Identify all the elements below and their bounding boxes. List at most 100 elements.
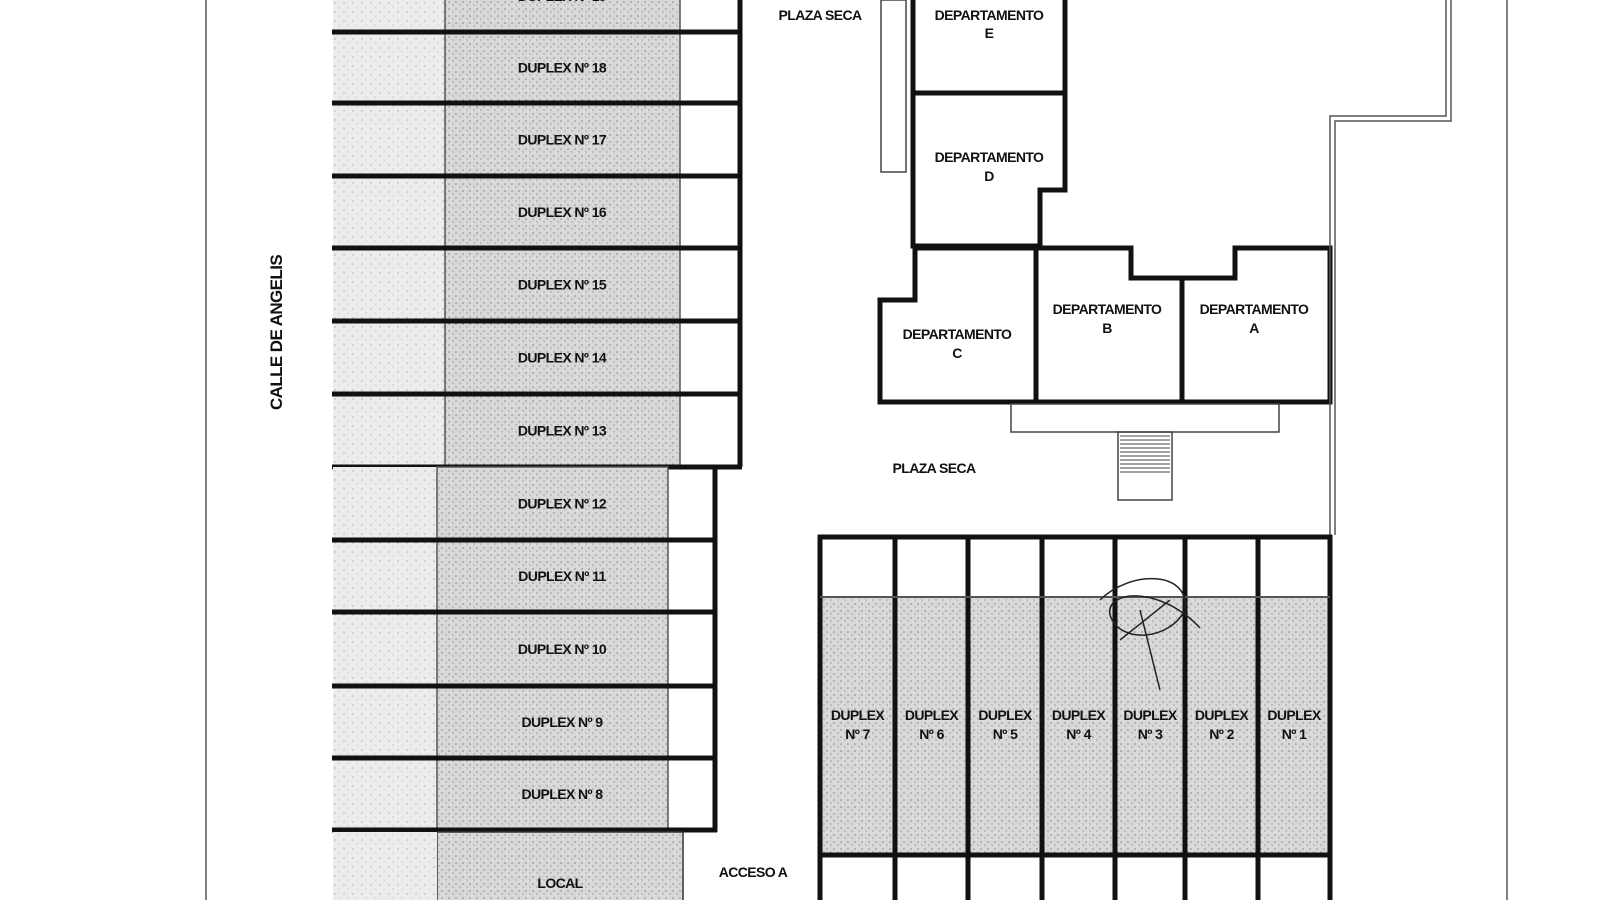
svg-text:DEPARTAMENTO: DEPARTAMENTO: [1053, 301, 1162, 317]
duplex-unit: DUPLEX Nº 13: [333, 393, 681, 468]
duplex-unit: DUPLEX Nº 11: [333, 539, 669, 613]
duplex-unit: DUPLEX Nº 3: [1123, 707, 1178, 742]
duplex-unit: DUPLEX Nº 14: [333, 320, 681, 395]
duplex-body: [444, 0, 681, 33]
signature: [1099, 578, 1201, 691]
duplex-unit: DUPLEX Nº 5: [978, 707, 1033, 742]
local-front: [333, 832, 437, 900]
svg-text:DEPARTAMENTO: DEPARTAMENTO: [903, 326, 1012, 342]
duplex-unit: DUPLEX Nº 2: [1195, 707, 1250, 742]
front-yard: [333, 758, 437, 830]
department-e: DEPARTAMENTO E: [910, 0, 1068, 96]
duplex-unit: DUPLEX Nº 10: [333, 611, 669, 687]
duplex-unit: DUPLEX Nº 9: [333, 685, 669, 759]
svg-text:DEPARTAMENTO: DEPARTAMENTO: [935, 149, 1044, 165]
duplex-label: DUPLEX Nº 18: [518, 60, 607, 76]
duplex-unit: DUPLEX Nº 6: [905, 707, 960, 742]
left-duplex-block: DUPLEX Nº 19 DUPLEX Nº 18 DUPLEX Nº 17 DUPL…: [332, 0, 743, 833]
front-yard: [333, 686, 437, 758]
duplex-unit: DUPLEX Nº 4: [1052, 707, 1107, 742]
duplex-number: Nº 2: [1209, 726, 1234, 742]
narrow-strip: [880, 0, 907, 173]
duplex-label: DUPLEX Nº 13: [518, 423, 607, 439]
svg-text:C: C: [952, 345, 962, 361]
duplex-label: DUPLEX Nº 17: [518, 132, 607, 148]
duplex-number: Nº 4: [1066, 726, 1091, 742]
front-yard: [333, 103, 445, 176]
duplex-label: DUPLEX: [831, 707, 885, 723]
duplex-body: [444, 175, 681, 249]
duplex-body: [436, 611, 669, 687]
duplex-unit: DUPLEX Nº 16: [333, 175, 681, 249]
duplex-body: [444, 31, 681, 104]
svg-text:B: B: [1102, 320, 1112, 336]
duplex-body: [436, 539, 669, 613]
duplex-unit: DUPLEX Nº 1: [1267, 707, 1322, 742]
duplex-label: DUPLEX: [978, 707, 1032, 723]
duplex-label: DUPLEX: [1267, 707, 1321, 723]
shaded-area: [820, 597, 1330, 855]
department-d: DEPARTAMENTO D: [910, 90, 1068, 249]
duplex-body: [444, 247, 681, 322]
bottom-duplex-block: DUPLEX Nº 7 DUPLEX Nº 6 DUPLEX Nº 5 DUPLEX Nº 4…: [817, 534, 1333, 900]
front-yard: [333, 0, 445, 32]
duplex-label: DUPLEX Nº 14: [518, 350, 607, 366]
site-boundary: [1329, 0, 1447, 535]
duplex-body: [436, 685, 669, 759]
department-b: DEPARTAMENTO B: [1033, 245, 1185, 405]
duplex-number: Nº 1: [1282, 726, 1307, 742]
front-yard: [333, 467, 437, 540]
svg-text:DEPARTAMENTO: DEPARTAMENTO: [1200, 301, 1309, 317]
duplex-unit: DUPLEX Nº 7: [831, 707, 886, 742]
duplex-unit: DUPLEX Nº 8: [333, 757, 669, 831]
landing: [1010, 403, 1280, 433]
department-a: DEPARTAMENTO A: [1179, 245, 1333, 405]
duplex-label: DUPLEX Nº 15: [518, 277, 607, 293]
department-c: DEPARTAMENTO C: [877, 245, 1039, 405]
svg-text:E: E: [985, 25, 994, 41]
duplex-label: DUPLEX: [1123, 707, 1177, 723]
duplex-number: Nº 6: [919, 726, 944, 742]
street-label: CALLE DE ANGELIS: [267, 255, 286, 410]
duplex-number: Nº 7: [845, 726, 870, 742]
duplex-label: DUPLEX Nº 9: [522, 714, 604, 730]
plaza-seca-middle-label: PLAZA SECA: [893, 460, 976, 476]
duplex-unit: DUPLEX Nº 15: [333, 247, 681, 322]
plaza-seca-top-label: PLAZA SECA: [779, 7, 862, 23]
access-label: ACCESO A: [719, 864, 788, 880]
duplex-unit: DUPLEX Nº 19: [333, 0, 681, 33]
svg-text:D: D: [984, 168, 994, 184]
duplex-unit: DUPLEX Nº 17: [333, 102, 681, 177]
front-yard: [333, 248, 445, 321]
front-yard: [333, 176, 445, 248]
duplex-body: [436, 757, 669, 831]
duplex-label: DUPLEX Nº 16: [518, 204, 607, 220]
duplex-label: DUPLEX Nº 11: [518, 568, 606, 584]
site-boundary-inner: [1334, 0, 1452, 535]
svg-text:A: A: [1249, 320, 1259, 336]
duplex-label: DUPLEX Nº 19: [518, 0, 607, 4]
front-yard: [333, 321, 445, 394]
duplex-unit: DUPLEX Nº 18: [333, 31, 681, 104]
duplex-unit: DUPLEX Nº 12: [333, 466, 669, 541]
duplex-body: [436, 466, 669, 541]
local-unit: [436, 831, 684, 900]
local-label: LOCAL: [537, 875, 583, 891]
duplex-number: Nº 3: [1138, 726, 1163, 742]
duplex-label: DUPLEX: [1052, 707, 1106, 723]
stair-outline: [1117, 431, 1173, 501]
duplex-label: DUPLEX Nº 8: [522, 786, 604, 802]
duplex-label: DUPLEX Nº 12: [518, 496, 607, 512]
duplex-number: Nº 5: [993, 726, 1018, 742]
duplex-label: DUPLEX Nº 10: [518, 641, 607, 657]
duplex-label: DUPLEX: [1195, 707, 1249, 723]
front-yard: [333, 540, 437, 612]
duplex-body: [444, 320, 681, 395]
stairs: [1117, 431, 1173, 501]
svg-text:DEPARTAMENTO: DEPARTAMENTO: [935, 7, 1044, 23]
front-yard: [333, 394, 445, 467]
front-yard: [333, 32, 445, 103]
duplex-body: [444, 393, 681, 468]
duplex-label: DUPLEX: [905, 707, 959, 723]
